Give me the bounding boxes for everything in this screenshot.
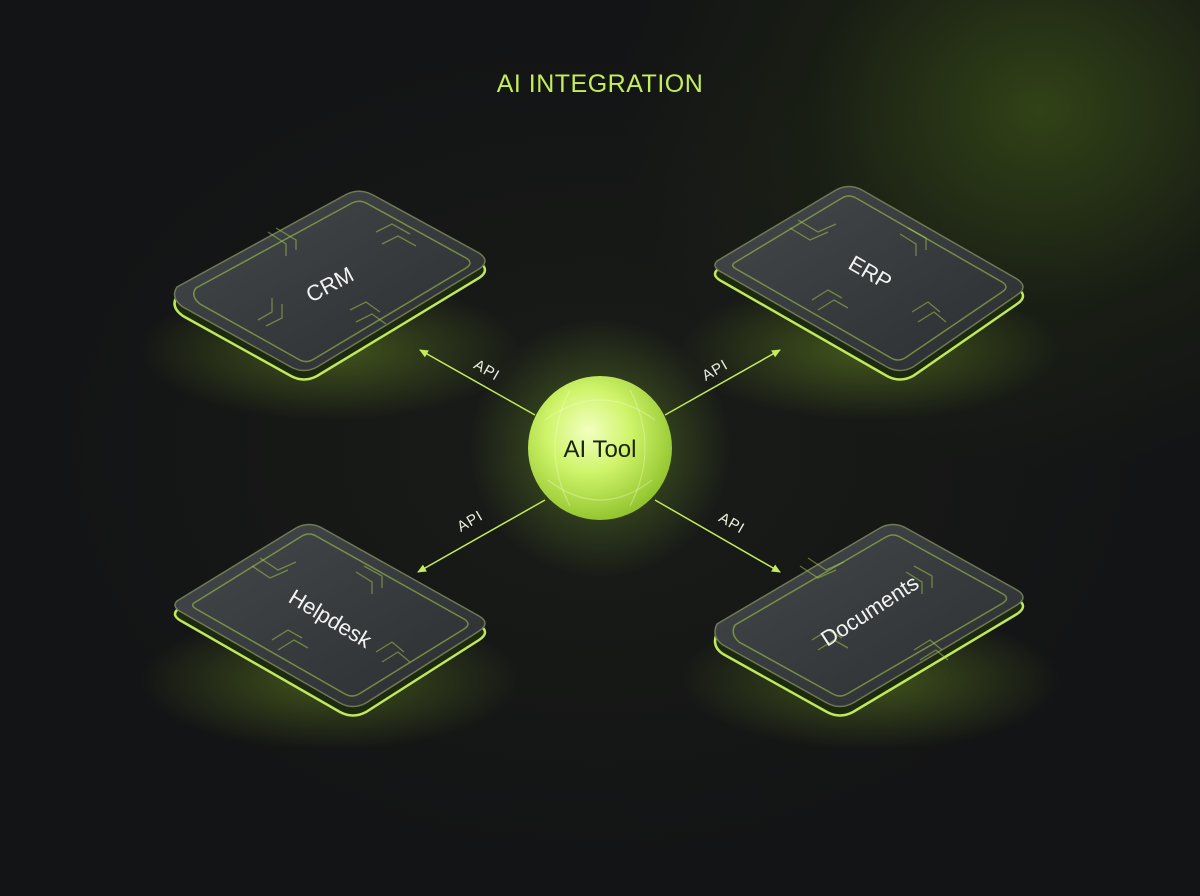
sphere-facets (544, 389, 656, 507)
module-erp: ERP (680, 185, 1060, 420)
tile-surface (714, 523, 1024, 708)
module-documents: Documents (680, 523, 1060, 750)
diagram-title: AI INTEGRATION (496, 70, 704, 98)
circuit-border (731, 195, 1007, 361)
module-crm: CRM (140, 190, 520, 420)
module-helpdesk: Helpdesk (140, 523, 520, 750)
api-label-documents: API (716, 509, 748, 537)
circuit-border (193, 200, 471, 363)
sphere-glow-icon (528, 376, 672, 520)
tile-surface (714, 185, 1024, 372)
circuit-traces (799, 557, 949, 661)
circuit-traces (251, 557, 411, 663)
circuit-traces (257, 223, 417, 327)
tile-surface (173, 190, 486, 372)
api-label-helpdesk: API (454, 507, 486, 535)
circuit-border (732, 534, 1008, 697)
hub-label: AI Tool (564, 436, 637, 463)
ai-tool-hub: AI Tool (470, 318, 730, 578)
circuit-border (191, 533, 469, 697)
tile-surface (174, 523, 486, 708)
circuit-traces (789, 219, 947, 323)
